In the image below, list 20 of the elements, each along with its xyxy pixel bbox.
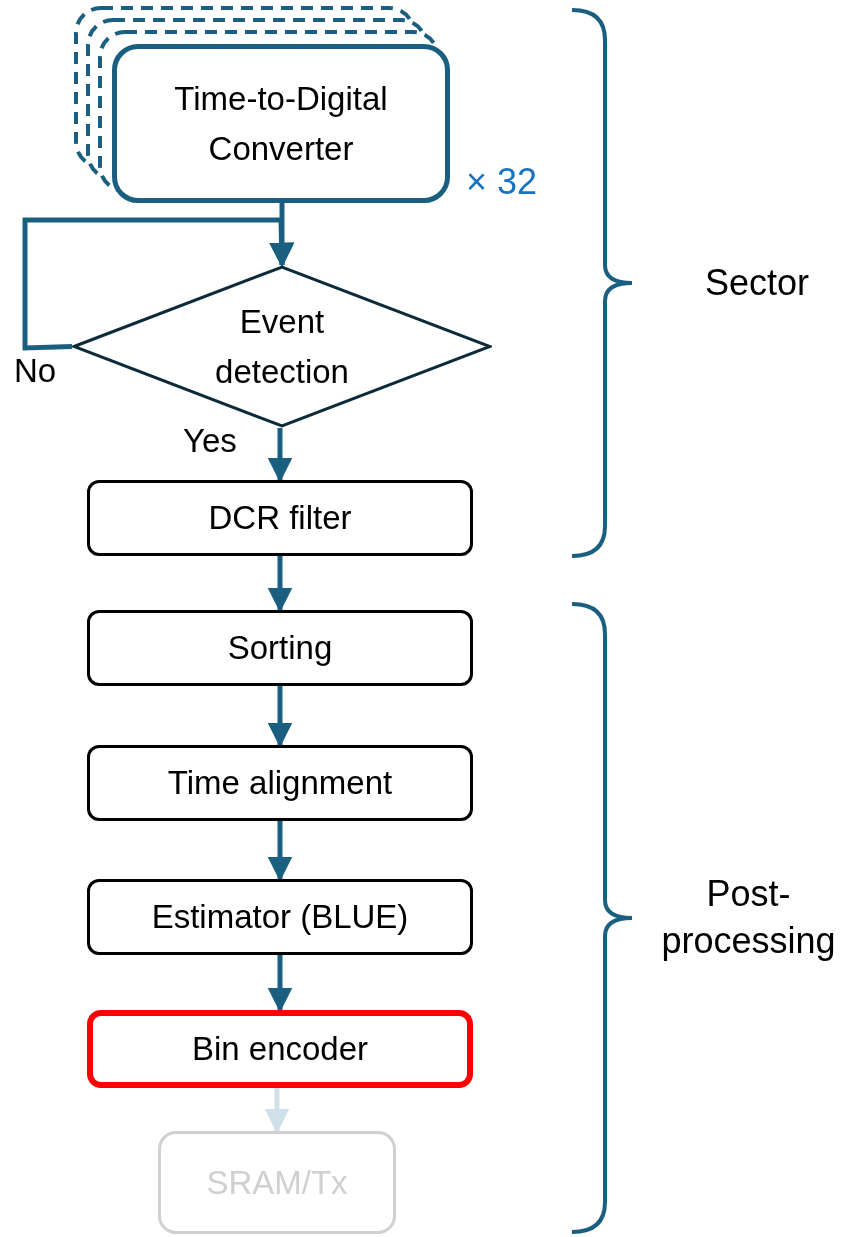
group-label: Sector [703,260,810,305]
node-label: Estimator (BLUE) [151,897,409,938]
process-box [87,480,473,556]
arrow [22,217,294,351]
group-label: Post-processing [660,872,837,963]
node-label: Sorting [227,628,333,669]
process-box [87,879,473,955]
node-label: DCR filter [208,498,352,539]
converter-box [112,44,450,203]
node-label: Time alignment [167,763,393,804]
process-box [158,1131,396,1234]
node-label: Time-to-Digital Converter [173,79,389,169]
process-box [87,610,473,686]
multiplier-label: × 32 [466,161,538,203]
decision-diamond [72,265,492,428]
process-box [87,1010,473,1088]
node-label: Bin encoder [191,1029,369,1070]
arrow [267,955,293,1013]
node-label: Event detection [214,302,350,392]
process-box [87,745,473,821]
